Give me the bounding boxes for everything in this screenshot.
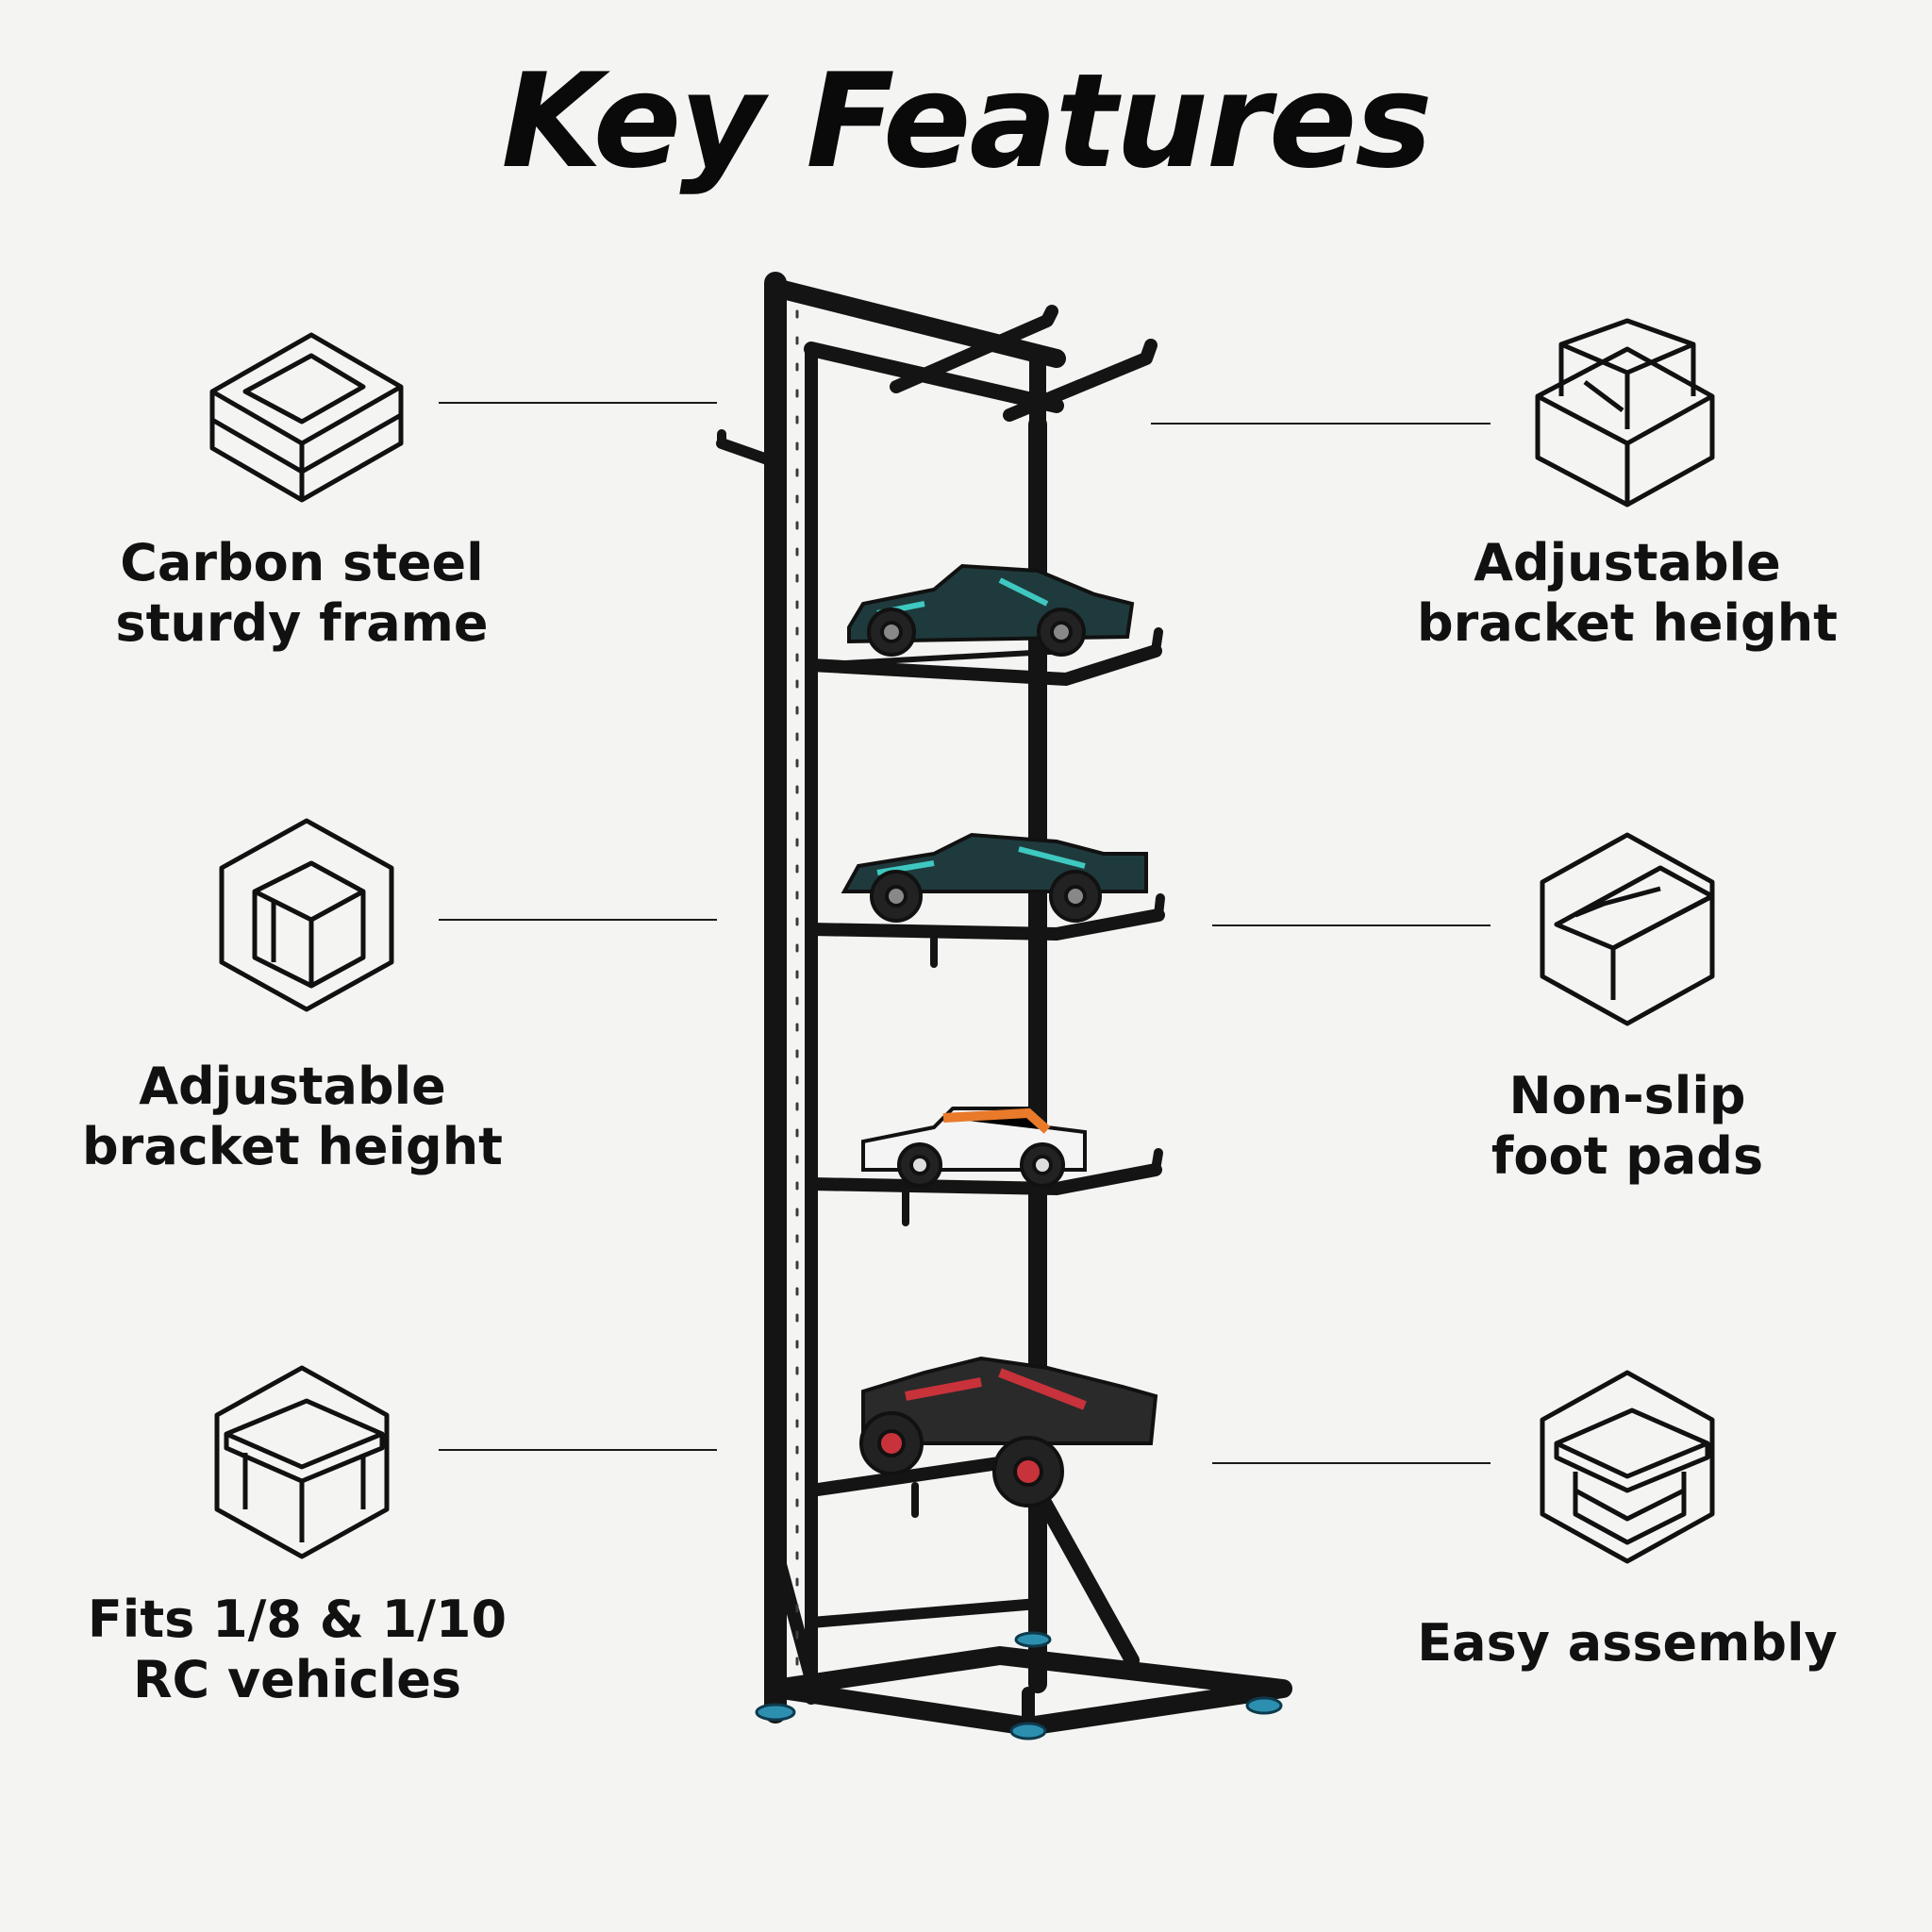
feature-label-line: sturdy frame xyxy=(115,593,489,653)
feature-label-left-3: Fits 1/8 & 1/10 RC vehicles xyxy=(52,1590,542,1710)
connector-line-right-1 xyxy=(1151,423,1491,425)
feature-label-line: Fits 1/8 & 1/10 xyxy=(87,1590,508,1649)
connector-line-left-3 xyxy=(439,1449,717,1451)
connector-line-right-2 xyxy=(1212,924,1491,926)
connector-line-left-1 xyxy=(439,402,717,404)
feature-label-right-2: Non-slip foot pads xyxy=(1382,1066,1873,1187)
feature-label-right-1: Adjustable bracket height xyxy=(1382,533,1873,654)
feature-label-line: Adjustable xyxy=(1474,533,1781,592)
connector-line-right-3 xyxy=(1212,1462,1491,1464)
rc-car-2 xyxy=(841,832,1148,923)
feature-label-line: Easy assembly xyxy=(1417,1613,1838,1673)
rc-car-4 xyxy=(859,1356,1158,1507)
rc-car-1 xyxy=(847,563,1135,657)
feature-label-line: Carbon steel xyxy=(120,533,484,592)
feature-label-line: Adjustable xyxy=(139,1057,446,1116)
stacked-box-icon xyxy=(1519,316,1736,533)
feature-label-line: foot pads xyxy=(1491,1126,1764,1186)
connector-line-left-2 xyxy=(439,919,717,921)
open-box-icon xyxy=(193,316,410,533)
page-title: Key Features xyxy=(501,45,1432,197)
feature-label-left-2: Adjustable bracket height xyxy=(47,1057,538,1177)
hexagon-stack-icon xyxy=(1519,1358,1736,1575)
feature-label-line: bracket height xyxy=(82,1117,503,1176)
hexagon-cube-icon xyxy=(198,807,415,1024)
rc-car-3 xyxy=(861,1107,1087,1188)
feature-label-line: bracket height xyxy=(1417,593,1838,653)
feature-label-left-1: Carbon steel sturdy frame xyxy=(57,533,547,654)
feature-label-line: Non-slip xyxy=(1508,1066,1746,1125)
table-cube-icon xyxy=(193,1354,410,1571)
hexagon-pad-icon xyxy=(1519,821,1736,1038)
feature-label-right-3: Easy assembly xyxy=(1382,1613,1873,1674)
feature-label-line: RC vehicles xyxy=(132,1650,462,1709)
